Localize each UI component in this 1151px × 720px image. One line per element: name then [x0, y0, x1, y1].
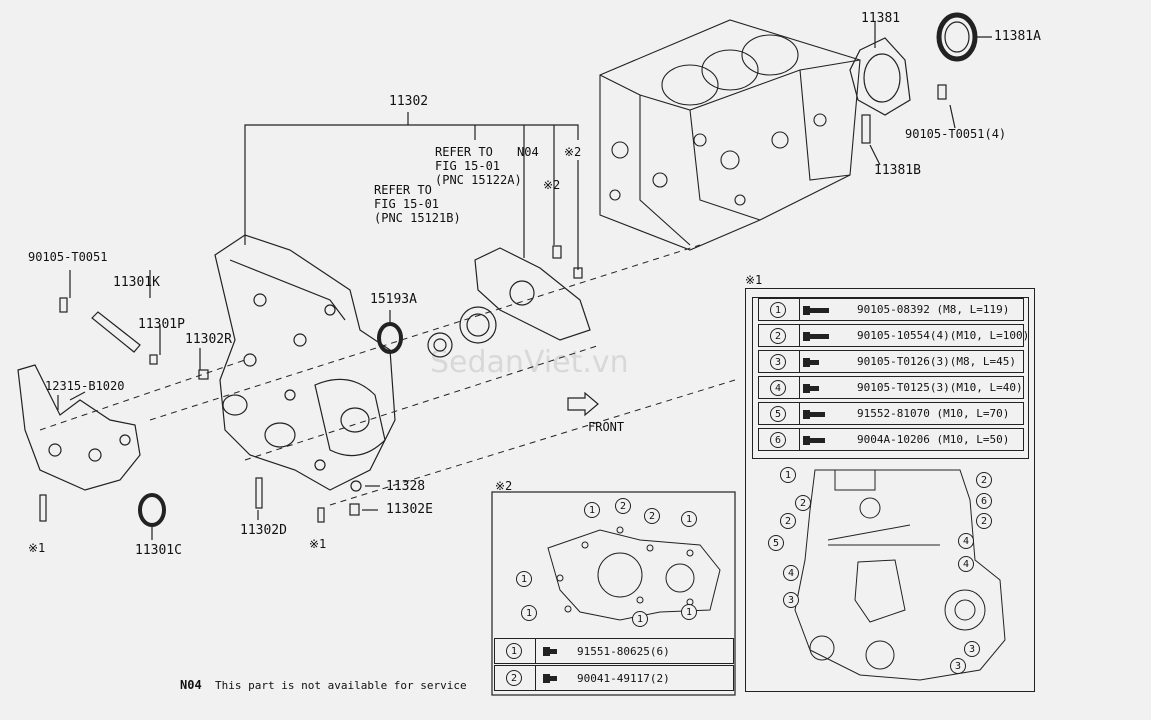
label-11302d: 11302D: [240, 523, 287, 538]
table2-row: 1 91551-80625(6): [494, 638, 734, 664]
label-mark1-inset: ※1: [745, 273, 763, 287]
inset1-callout: 4: [783, 565, 799, 581]
inset1-callout: 3: [950, 658, 966, 674]
bolt-spec: 91551-80625(6): [577, 645, 670, 658]
inset1-callout: 1: [780, 467, 796, 483]
label-mark2-top: ※2: [564, 145, 582, 159]
inset-1-drawing: [794, 469, 1006, 681]
inset2-callout: 1: [516, 571, 532, 587]
bolt-table-1: 1 90105-08392 (M8, L=119) 2 90105-10554(…: [752, 297, 1029, 459]
label-11301k: 11301K: [113, 275, 160, 290]
label-refer1: REFER TO: [435, 145, 493, 159]
callout-number: 5: [770, 406, 786, 422]
bolt-spec: 90105-T0126(3)(M8, L=45): [857, 355, 1016, 368]
label-mark1-left: ※1: [28, 541, 46, 555]
inset1-callout: 2: [976, 472, 992, 488]
cylinder-block: [599, 19, 861, 251]
label-12315-b1020: 12315-B1020: [45, 379, 125, 393]
bolt-spec: 90105-08392 (M8, L=119): [857, 303, 1010, 316]
label-refer2-fig: FIG 15-01: [374, 197, 440, 211]
front-arrow-icon: [567, 391, 599, 417]
small-parts: [39, 270, 391, 540]
label-mark1-center: ※1: [309, 537, 327, 551]
bolt-spec: 90041-49117(2): [577, 672, 670, 685]
inset2-callout: 1: [681, 604, 697, 620]
inset2-callout: 1: [681, 511, 697, 527]
bolt-spec: 91552-81070 (M10, L=70): [857, 407, 1010, 420]
table1-row: 4 90105-T0125(3)(M10, L=40): [758, 376, 1024, 399]
inset2-callout: 1: [521, 605, 537, 621]
note-text: This part is not available for service: [215, 679, 467, 692]
inset1-callout: 2: [976, 513, 992, 529]
table1-row: 3 90105-T0126(3)(M8, L=45): [758, 350, 1024, 373]
table1-row: 5 91552-81070 (M10, L=70): [758, 402, 1024, 425]
callout-number: 4: [770, 380, 786, 396]
inset2-callout: 2: [644, 508, 660, 524]
bolt-spec: 90105-T0125(3)(M10, L=40): [857, 381, 1023, 394]
label-11302e: 11302E: [386, 502, 433, 517]
inset2-callout: 1: [584, 502, 600, 518]
inset2-callout: 1: [632, 611, 648, 627]
label-11328: 11328: [386, 479, 426, 494]
inset1-callout: 3: [964, 641, 980, 657]
inset1-callout: 4: [958, 533, 974, 549]
label-mark2-mid: ※2: [543, 178, 561, 192]
inset1-callout: 6: [976, 493, 992, 509]
label-11301c: 11301C: [135, 543, 182, 558]
label-n04: N04: [517, 145, 539, 159]
callout-number: 3: [770, 354, 786, 370]
bolt-spec: 9004A-10206 (M10, L=50): [857, 433, 1010, 446]
label-11301p: 11301P: [138, 317, 185, 332]
callout-number: 1: [506, 643, 522, 659]
label-refer1-fig: FIG 15-01: [435, 159, 501, 173]
callout-number: 2: [770, 328, 786, 344]
bolt-spec: 90105-10554(4)(M10, L=100): [857, 329, 1030, 342]
label-11302: 11302: [389, 94, 429, 109]
callout-number: 2: [506, 670, 522, 686]
inset1-callout: 2: [795, 495, 811, 511]
label-90105-t0051: 90105-T0051: [28, 250, 108, 264]
label-front: FRONT: [588, 420, 625, 434]
inset1-callout: 2: [780, 513, 796, 529]
bracket-12315: [17, 364, 141, 491]
bolt-table-2: 1 91551-80625(6) 2 90041-49117(2): [494, 638, 734, 694]
table2-row: 2 90041-49117(2): [494, 665, 734, 691]
inset2-callout: 2: [615, 498, 631, 514]
inset1-callout: 5: [768, 535, 784, 551]
timing-cover: [214, 234, 396, 491]
label-refer2-pnc: (PNC 15121B): [374, 211, 461, 225]
table1-row: 1 90105-08392 (M8, L=119): [758, 298, 1024, 321]
label-15193a: 15193A: [370, 292, 417, 307]
label-11381b: 11381B: [874, 163, 921, 178]
inset-2-drawing: [547, 526, 721, 621]
inset-1-frame: [745, 288, 1035, 692]
label-11381: 11381: [861, 11, 901, 26]
label-refer2: REFER TO: [374, 183, 432, 197]
callout-number: 6: [770, 432, 786, 448]
watermark: SedanViet.vn: [430, 345, 629, 380]
inset1-callout: 4: [958, 556, 974, 572]
note-code: N04: [180, 678, 202, 692]
label-mark2-inset: ※2: [495, 479, 513, 493]
label-refer1-pnc: (PNC 15122A): [435, 173, 522, 187]
rear-seal-retainer: [849, 12, 992, 166]
label-11302r: 11302R: [185, 332, 232, 347]
table1-row: 2 90105-10554(4)(M10, L=100): [758, 324, 1029, 347]
inset1-callout: 3: [783, 592, 799, 608]
inset-2-frame: [491, 491, 736, 696]
table1-row: 6 9004A-10206 (M10, L=50): [758, 428, 1024, 451]
callout-number: 1: [770, 302, 786, 318]
label-11381a: 11381A: [994, 29, 1041, 44]
label-90105-t0051-4: 90105-T0051(4): [905, 127, 1007, 141]
